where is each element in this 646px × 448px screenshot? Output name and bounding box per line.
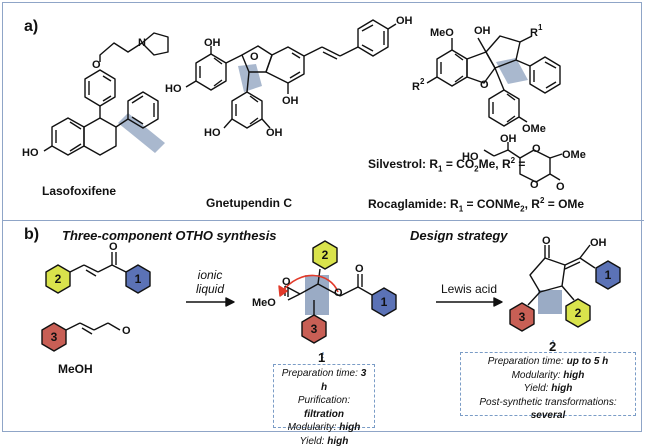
atom-label: O	[542, 235, 551, 247]
atom-label: 1	[538, 23, 543, 32]
arrow2-label: Lewis acid	[436, 282, 502, 296]
arrow1-label-line: ionic	[186, 268, 234, 282]
atom-label: O	[355, 263, 364, 275]
atom-label: OH	[266, 127, 283, 139]
atom-label: OH	[590, 237, 607, 249]
right-heading: Design strategy	[410, 228, 508, 243]
info-line: Modularity: high	[465, 369, 631, 383]
atom-label: N	[138, 37, 146, 49]
atom-label: R	[412, 81, 420, 93]
silvestrol-formula: Silvestrol: R1 = CO2Me, R2 =	[368, 156, 525, 173]
atom-label: OH	[204, 37, 221, 49]
info-line: Modularity: high	[278, 421, 370, 435]
atom-label: HO	[204, 127, 221, 139]
ring-number-1: 1	[605, 268, 612, 282]
rocaglamide-formula: Rocaglamide: R1 = CONMe2, R2 = OMe	[368, 196, 584, 213]
compound-1-info-box: Preparation time: 3 h Purification: filt…	[273, 364, 375, 428]
ring-number-2: 2	[322, 248, 329, 262]
atom-label: O	[556, 181, 565, 193]
lasofoxifene-structure	[44, 33, 168, 155]
atom-label: O	[92, 59, 101, 71]
atom-label: O	[282, 276, 291, 288]
atom-label: OH	[282, 95, 299, 107]
compound-name-lasofoxifene: Lasofoxifene	[42, 184, 116, 198]
ring-number-3: 3	[311, 322, 318, 336]
compound-2-info-box: Preparation time: up to 5 h Modularity: …	[460, 352, 636, 416]
atom-label: 2	[420, 77, 425, 86]
atom-label: OMe	[522, 123, 546, 135]
atom-label: O	[530, 179, 539, 191]
atom-label: MeO	[430, 27, 454, 39]
rocaglate-structure	[427, 36, 560, 126]
info-line: Purification: filtration	[278, 394, 370, 421]
atom-label: O	[480, 79, 489, 91]
ring-number-1: 1	[381, 295, 388, 309]
atom-label: O	[250, 51, 259, 63]
atom-label: OH	[396, 15, 413, 27]
info-line: Yield: high	[465, 382, 631, 396]
atom-label: OMe	[562, 149, 586, 161]
info-line: Preparation time: 3 h	[278, 367, 370, 394]
arrow1-label: ionic liquid	[186, 268, 234, 296]
info-line: Yield: high	[278, 435, 370, 448]
compound-1-number: 1	[318, 350, 325, 365]
ring-number-2: 2	[55, 272, 62, 286]
atom-label: HO	[22, 147, 39, 159]
ring-number-2: 2	[575, 306, 582, 320]
ring-number-3: 3	[519, 310, 526, 324]
compound-name-gnetupendin: Gnetupendin C	[206, 196, 292, 210]
atom-label: HO	[165, 83, 182, 95]
left-heading: Three-component OTHO synthesis	[62, 228, 277, 243]
ring-number-1: 1	[135, 272, 142, 286]
info-line: Post-synthetic transformations: several	[465, 396, 631, 423]
atom-label: O	[122, 325, 131, 337]
ring-number-3: 3	[51, 330, 58, 344]
atom-label: O	[334, 287, 343, 299]
atom-label: R	[530, 27, 538, 39]
panel-b-label: b)	[24, 226, 39, 244]
atom-label: OH	[500, 133, 517, 145]
info-line: Preparation time: up to 5 h	[465, 355, 631, 369]
compound-2-structure	[510, 245, 620, 331]
atom-label: O	[532, 143, 541, 155]
methanol-label: MeOH	[58, 362, 93, 376]
ester-meo-label: MeO	[252, 297, 276, 309]
atom-label: OH	[474, 25, 491, 37]
arrow1-label-line: liquid	[186, 282, 234, 296]
